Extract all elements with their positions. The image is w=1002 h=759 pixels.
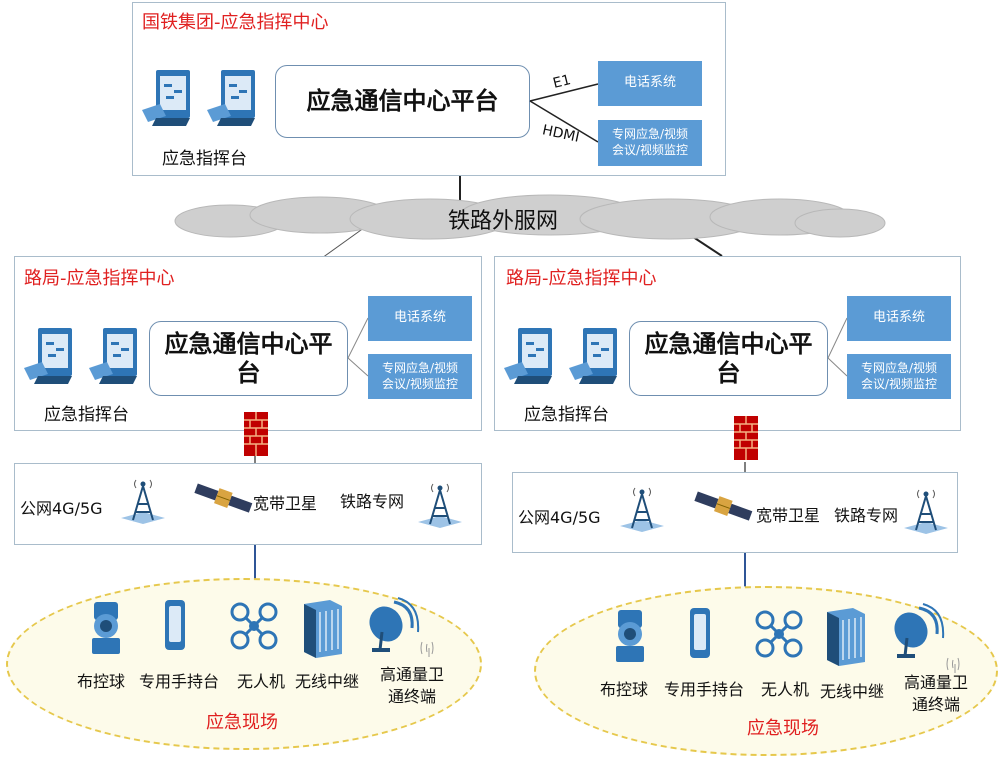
device-label: 专用手持台: [139, 672, 220, 691]
console-icon: [142, 70, 190, 126]
device-label: 高通量卫通终端: [379, 665, 444, 706]
bureau-title: 路局-应急指挥中心: [24, 268, 175, 289]
hq-title: 国铁集团-应急指挥中心: [142, 12, 329, 33]
tower-icon: [121, 479, 165, 524]
bureau-platform-label: 应急通信中心平台: [164, 329, 333, 387]
console-label: 应急指挥台: [162, 149, 247, 169]
public-network-label: 公网4G/5G: [20, 499, 103, 518]
hq-phone-system[interactable]: 电话系统: [598, 61, 702, 106]
hq-platform-box[interactable]: 应急通信中心平台: [275, 65, 530, 138]
ptz-camera-icon: [616, 610, 644, 662]
console-icon: [504, 328, 552, 384]
satellite-label: 宽带卫星: [756, 506, 821, 525]
public-network-label: 公网4G/5G: [518, 508, 601, 527]
tower-icon: [418, 483, 462, 528]
bureau-platform-label: 应急通信中心平台: [644, 329, 813, 387]
wireless-relay-icon: [304, 600, 342, 658]
device-label: 高通量卫通终端: [903, 673, 968, 714]
device-label: 布控球: [77, 672, 126, 691]
handheld-radio-icon: [165, 600, 185, 650]
bureau-video-system[interactable]: 专网应急/视频会议/视频监控: [847, 354, 951, 399]
device-label: 无线中继: [295, 672, 360, 691]
satellite-label: 宽带卫星: [253, 494, 318, 513]
console-label: 应急指挥台: [44, 405, 129, 425]
console-label: 应急指挥台: [524, 405, 609, 425]
handheld-radio-icon: [690, 608, 710, 658]
tower-icon: [904, 489, 948, 534]
firewall-icon: [244, 412, 268, 456]
bureau-phone-system[interactable]: 电话系统: [368, 296, 472, 341]
drone-icon: [755, 610, 803, 658]
satellite-dish-icon: [369, 597, 420, 652]
satellite-icon: [694, 491, 753, 521]
console-icon: [207, 70, 255, 126]
cloud-icon: [174, 194, 886, 240]
signal-waves-icon: [946, 657, 960, 673]
bureau-phone-system[interactable]: 电话系统: [847, 296, 951, 341]
device-label: 专用手持台: [664, 680, 745, 699]
device-label: 无线中继: [820, 682, 885, 701]
satellite-dish-icon: [894, 603, 945, 658]
site-title: 应急现场: [747, 718, 819, 739]
device-label: 无人机: [237, 672, 286, 691]
site-title: 应急现场: [206, 712, 278, 733]
device-label: 无人机: [761, 680, 810, 699]
bureau-title: 路局-应急指挥中心: [506, 268, 657, 289]
bureau-video-system[interactable]: 专网应急/视频会议/视频监控: [368, 354, 472, 399]
bureau-platform-box[interactable]: 应急通信中心平台: [149, 321, 348, 396]
console-icon: [89, 328, 137, 384]
signal-waves-icon: [420, 641, 434, 657]
firewall-icon: [734, 416, 758, 460]
wireless-relay-icon: [827, 608, 865, 666]
console-icon: [24, 328, 72, 384]
console-icon: [569, 328, 617, 384]
bureau-platform-box[interactable]: 应急通信中心平台: [629, 321, 828, 396]
hq-video-system[interactable]: 专网应急/视频会议/视频监控: [598, 120, 702, 166]
ptz-camera-icon: [92, 602, 120, 654]
network-label: 铁路外服网: [448, 209, 559, 234]
railway-network-label: 铁路专网: [340, 492, 405, 511]
satellite-icon: [194, 483, 253, 513]
device-label: 布控球: [600, 680, 649, 699]
emergency-site-right: [534, 586, 998, 756]
railway-network-label: 铁路专网: [834, 506, 899, 525]
tower-icon: [620, 487, 664, 532]
drone-icon: [230, 602, 278, 650]
